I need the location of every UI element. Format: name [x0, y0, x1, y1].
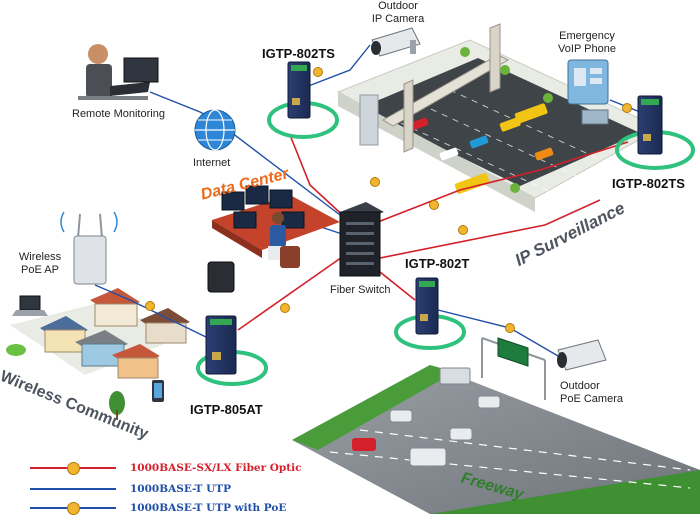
outdoor-ip-camera-label-line2: IP Camera [371, 13, 425, 25]
fiber-link-805at [237, 254, 346, 331]
freeway-road [292, 337, 700, 514]
poe-ap [94, 284, 209, 339]
switch-icon [205, 315, 237, 375]
legend-item-poe: 1000BASE-T UTP with PoE [30, 500, 286, 516]
remote-monitoring-label: Remote Monitoring [72, 108, 165, 120]
link-markers [145, 67, 632, 333]
outdoor-ip-camera-label-line1: Outdoor [378, 0, 418, 12]
legend-item-fiber: 1000BASE-SX/LX Fiber Optic [30, 460, 302, 476]
laptop-icon [12, 295, 48, 316]
fiber-link-left [289, 134, 351, 223]
globe-icon [194, 109, 236, 151]
utp-internet-switch [214, 119, 341, 216]
legend-swatch-fiber [30, 462, 116, 475]
legend-marker [67, 462, 80, 475]
switch-icon [287, 61, 311, 119]
device-label-igtp-805at: IGTP-805AT [190, 402, 263, 417]
fiber-link-mid [379, 199, 601, 259]
server-rack-icon [339, 202, 384, 277]
access-point-icon [60, 211, 118, 285]
fiber-switch-label: Fiber Switch [330, 284, 391, 296]
legend-swatch-poe [30, 502, 116, 515]
device-label-igtp-802t: IGTP-802T [405, 256, 470, 271]
legend-item-utp: 1000BASE-T UTP [30, 481, 231, 497]
wireless-ap-label-line2: PoE AP [21, 264, 59, 276]
emergency-phone-label-line2: VoIP Phone [558, 43, 616, 55]
legend-swatch-utp [30, 488, 116, 490]
camera-icon [557, 339, 607, 371]
community-houses [6, 288, 190, 420]
wireless-ap-label-line1: Wireless [18, 251, 62, 263]
legend-marker [67, 502, 80, 515]
fiber-link-802t [379, 271, 416, 301]
legend-label: 1000BASE-T UTP [130, 483, 231, 495]
internet-label: Internet [193, 157, 231, 169]
switch-icon [415, 277, 439, 335]
laptop-icon [78, 44, 159, 100]
smartphone-icon [152, 380, 164, 402]
legend-label: 1000BASE-T UTP with PoE [130, 502, 287, 514]
switch-icon [637, 95, 663, 155]
device-label-igtp-802ts-left: IGTP-802TS [262, 46, 335, 61]
outdoor-poe-camera-label-line1: Outdoor [560, 380, 600, 392]
fiber-link-right [369, 141, 629, 226]
camera-icon [371, 27, 421, 57]
city-block [336, 23, 662, 212]
poe-ipcam [297, 44, 371, 91]
device-label-igtp-802ts-right: IGTP-802TS [612, 176, 685, 191]
legend-label: 1000BASE-SX/LX Fiber Optic [130, 462, 302, 474]
phone-icon [567, 59, 609, 105]
emergency-phone-label-line1: Emergency [559, 30, 615, 42]
outdoor-poe-camera-label-line2: PoE Camera [560, 393, 623, 405]
data-center-workstation [207, 185, 340, 293]
